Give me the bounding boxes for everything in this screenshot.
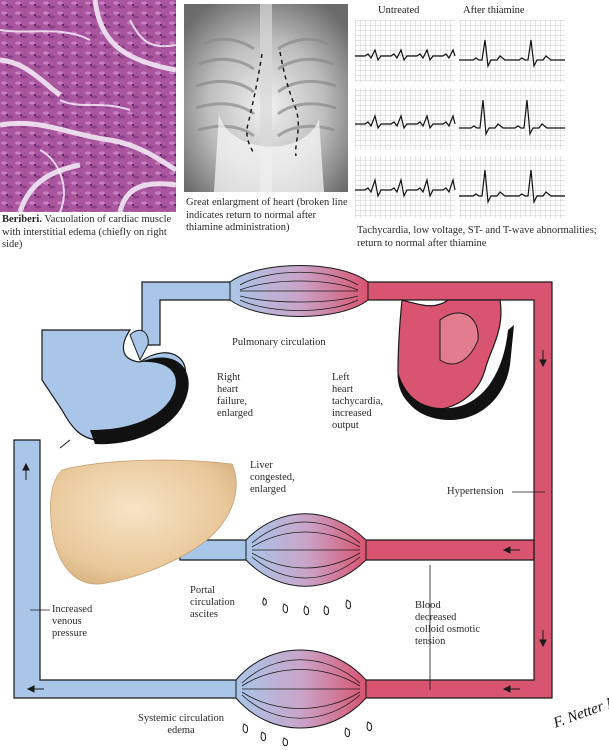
leader-lines xyxy=(30,491,545,690)
caption-text: Vacuolation of cardiac muscle with inter… xyxy=(2,214,172,250)
ecg-untreated-3 xyxy=(355,156,456,218)
circulation-diagram: F. Netter M.D. xyxy=(13,265,609,747)
left-heart xyxy=(397,299,514,420)
xray-panel xyxy=(184,4,348,192)
label-hypertension: Hypertension xyxy=(447,486,504,497)
ecg-untreated-1 xyxy=(355,20,456,82)
ecg-untreated-2 xyxy=(355,88,456,150)
ecg-strips xyxy=(355,20,565,218)
systemic-edema-droplets xyxy=(242,721,373,747)
flow-arrows xyxy=(22,350,547,693)
ecg-after-1 xyxy=(459,20,565,82)
ecg-after-3 xyxy=(459,156,565,218)
xray-caption: Great enlargment of heart (broken line i… xyxy=(186,197,348,233)
ascites-droplets xyxy=(262,597,352,615)
signature: F. Netter M.D. xyxy=(550,687,609,732)
ecg-after-2 xyxy=(459,88,565,150)
ecg-header-after: After thiamine xyxy=(463,5,525,16)
ecg-caption: Tachycardia, low voltage, ST- and T-wave… xyxy=(357,225,597,249)
histology-image xyxy=(0,0,178,213)
systemic-capillary-bed xyxy=(235,649,367,729)
caption-bold: Beriberi. xyxy=(2,214,42,225)
pulmonary-capillary-bed xyxy=(229,265,369,317)
ecg-panel xyxy=(355,20,567,226)
chest-xray-image xyxy=(184,4,348,192)
liver xyxy=(50,459,237,585)
right-heart xyxy=(41,329,189,445)
histology-caption: Beriberi. Vacuolation of cardiac muscle … xyxy=(2,214,178,252)
histology-panel xyxy=(0,0,178,213)
portal-capillary-bed xyxy=(245,513,367,587)
label-pulmonary: Pulmonary circulation xyxy=(232,337,326,348)
ecg-header-untreated: Untreated xyxy=(378,5,420,16)
